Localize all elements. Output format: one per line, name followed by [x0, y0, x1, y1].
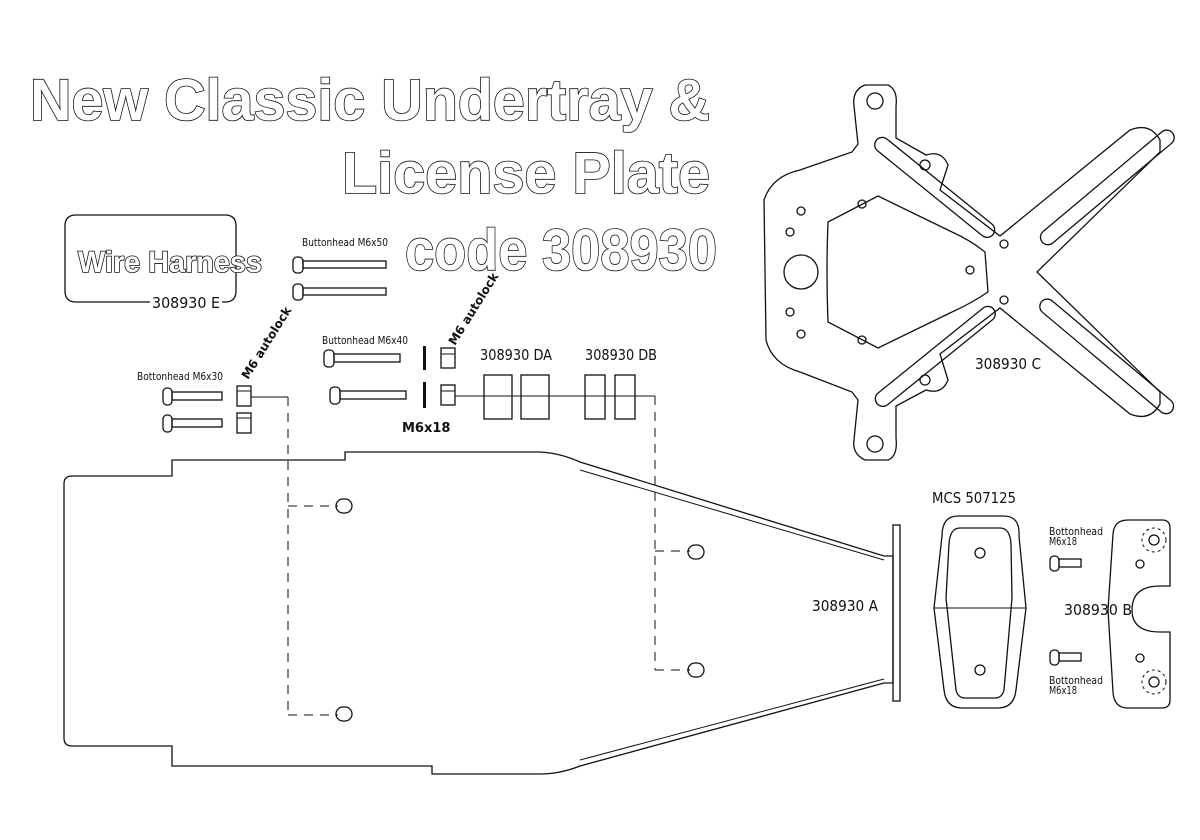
bolt-b-bottom-label-1: Bottonhead [1049, 674, 1103, 687]
bolt-b-bottom-label-2: M6x18 [1049, 684, 1077, 697]
part-b-label: 308930 B [1064, 601, 1132, 619]
wire-harness-label: Wire Harness [78, 246, 262, 279]
wire-harness-part: Wire Harness 308930 E [64, 214, 263, 312]
undertray-part-a: 308930 A [63, 451, 901, 775]
part-da-label: 308930 DA [480, 346, 553, 364]
bolts-m6x40: Buttonhead M6x40 [322, 334, 408, 405]
plate-bracket-part-c: 308930 C [763, 84, 1175, 461]
bolt-m6x30-label: Bottonhead M6x30 [137, 370, 223, 383]
plate-holder-part-b: 308930 B [1064, 519, 1171, 709]
bolts-m6x50: Buttonhead M6x50 [292, 236, 388, 301]
part-db-label: 308930 DB [585, 346, 657, 364]
part-a-label: 308930 A [812, 597, 879, 615]
title-line-1: New Classic Undertray & [30, 68, 710, 133]
mcs-light-part: MCS 507125 [932, 489, 1027, 709]
bolt-b-top-label-2: M6x18 [1049, 535, 1077, 548]
mcs-label: MCS 507125 [932, 489, 1016, 507]
wire-harness-code: 308930 E [152, 294, 220, 312]
part-c-label: 308930 C [975, 355, 1041, 373]
bolt-m6x50-label: Buttonhead M6x50 [302, 236, 388, 249]
washer-label: M6x18 [402, 421, 450, 436]
washers-m6x18: M6x18 [402, 346, 450, 436]
title-line-3: code 308930 [405, 218, 717, 283]
spacers-da-db: 308930 DA 308930 DB [455, 346, 657, 420]
bolt-m6x40-label: Buttonhead M6x40 [322, 334, 408, 347]
assembly-lines [287, 396, 690, 716]
bolts-m6x30: Bottonhead M6x30 M6 autolock [137, 303, 295, 434]
nut-left-label: M6 autolock [239, 303, 295, 381]
bolts-b-m6x18: Bottonhead M6x18 Bottonhead M6x18 [1049, 525, 1103, 697]
title-line-2: License Plate [342, 141, 710, 206]
bolt-b-top-label-1: Bottonhead [1049, 525, 1103, 538]
